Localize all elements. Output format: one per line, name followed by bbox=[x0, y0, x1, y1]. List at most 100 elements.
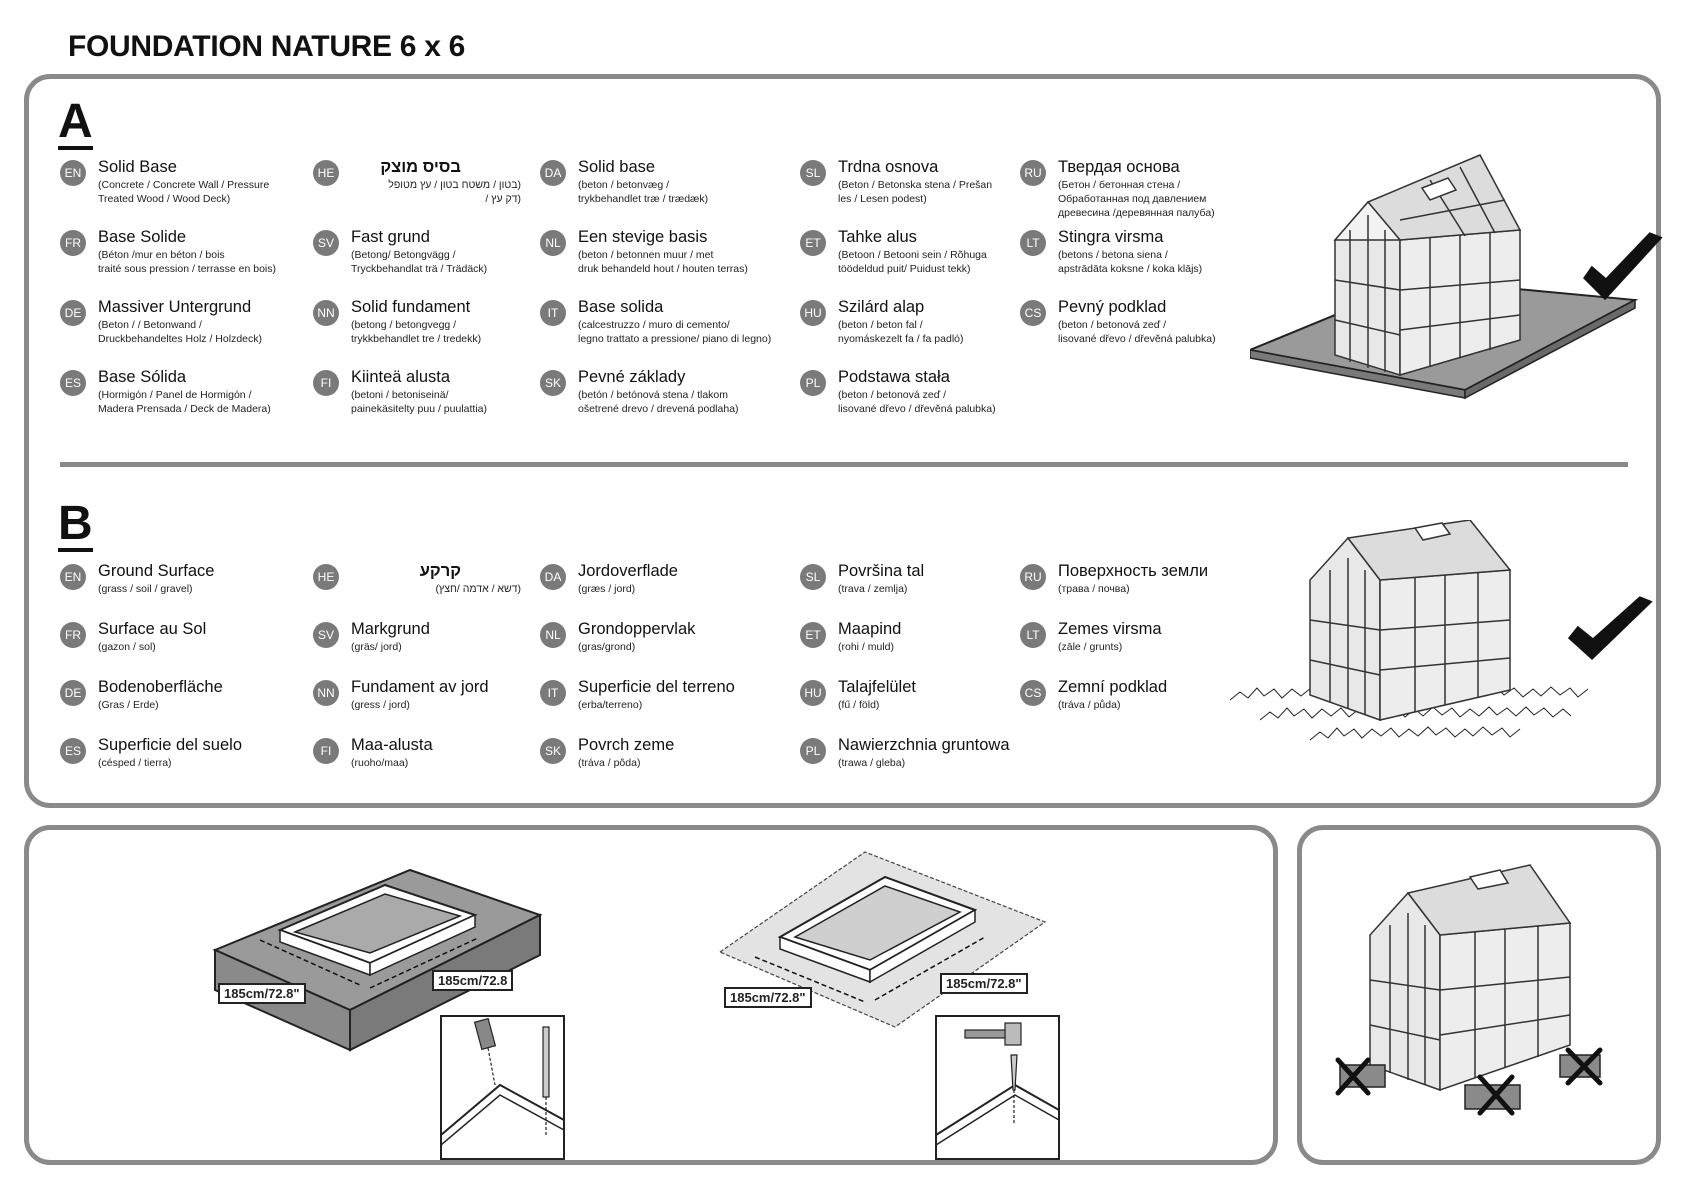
entry-subtitle: (césped / tierra) bbox=[98, 757, 172, 769]
entry-title: Kiinteä alusta bbox=[351, 368, 451, 386]
entry-subtitle: (Concrete / Concrete Wall / Pressure Tre… bbox=[98, 179, 270, 205]
checkmark-icon bbox=[1583, 232, 1663, 301]
language-code-badge: ET bbox=[800, 230, 826, 256]
entry-subtitle: (betong / betongvegg / trykkbehandlet tr… bbox=[351, 319, 482, 345]
entry-title: Base solida bbox=[578, 298, 664, 316]
entry-subtitle: (gras/grond) bbox=[578, 641, 636, 653]
hammer-icon bbox=[964, 1022, 1022, 1046]
language-code-badge: NL bbox=[540, 230, 566, 256]
entry-title: בסיס מוצק bbox=[380, 158, 461, 176]
entry-subtitle: (tráva / pôda) bbox=[578, 757, 641, 769]
entry-title: Nawierzchnia gruntowa bbox=[838, 736, 1010, 754]
entry-subtitle: (fű / föld) bbox=[838, 699, 880, 711]
entry-subtitle: (Béton /mur en béton / bois traité sous … bbox=[98, 249, 276, 275]
language-code-badge: EN bbox=[60, 160, 86, 186]
frame1-left-dimension: 185cm/72.8" bbox=[218, 983, 306, 1004]
language-code-badge: IT bbox=[540, 680, 566, 706]
frame-on-ground-illustration bbox=[718, 851, 1047, 1028]
language-code-badge: FI bbox=[313, 738, 339, 764]
language-code-badge: DE bbox=[60, 300, 86, 326]
entry-subtitle: (betons / betona siena / apstrādāta koks… bbox=[1058, 249, 1203, 275]
entry-subtitle: (tráva / půda) bbox=[1058, 699, 1121, 711]
checkmark-icon bbox=[1567, 596, 1653, 661]
entry-subtitle: (דשא / אדמה /חצץ) bbox=[435, 583, 521, 595]
drill-detail-illustration bbox=[440, 1015, 565, 1160]
entry-subtitle: (trava / zemlja) bbox=[838, 583, 908, 595]
language-code-badge: NL bbox=[540, 622, 566, 648]
entry-title: קרקע bbox=[419, 562, 461, 580]
entry-subtitle: (Hormigón / Panel de Hormigón / Madera P… bbox=[98, 389, 271, 415]
language-code-badge: DA bbox=[540, 160, 566, 186]
language-code-badge: HU bbox=[800, 300, 826, 326]
language-code-badge: DA bbox=[540, 564, 566, 590]
entry-subtitle: (betón / betónová stena / tlakom ošetren… bbox=[578, 389, 739, 415]
page-title: FOUNDATION NATURE 6 x 6 bbox=[68, 30, 466, 63]
entry-title: Zemes virsma bbox=[1058, 620, 1162, 638]
section-divider bbox=[60, 462, 1628, 467]
entry-subtitle: (beton / betonnen muur / met druk behand… bbox=[578, 249, 748, 275]
greenhouse-icon bbox=[1333, 154, 1522, 377]
section-b-letter: B bbox=[58, 497, 93, 552]
entry-subtitle: (gazon / sol) bbox=[98, 641, 156, 653]
entry-title: Fast grund bbox=[351, 228, 430, 246]
entry-title: Pevné základy bbox=[578, 368, 686, 386]
language-code-badge: CS bbox=[1020, 680, 1046, 706]
hammer-detail-illustration bbox=[935, 1015, 1060, 1160]
entry-title: Твердая основа bbox=[1058, 158, 1180, 176]
language-code-badge: SV bbox=[313, 622, 339, 648]
entry-title: Podstawa stała bbox=[838, 368, 950, 386]
entry-title: Superficie del terreno bbox=[578, 678, 735, 696]
entry-subtitle: (rohi / muld) bbox=[838, 641, 895, 653]
language-code-badge: HE bbox=[313, 564, 339, 590]
entry-subtitle: (Betoon / Betooni sein / Rõhuga töödeldu… bbox=[838, 249, 987, 275]
entry-title: Bodenoberfläche bbox=[98, 678, 223, 696]
language-code-badge: ET bbox=[800, 622, 826, 648]
entry-title: Grondoppervlak bbox=[578, 620, 696, 638]
entry-title: Solid Base bbox=[98, 158, 177, 176]
entry-subtitle: (beton / betonová zeď / lisované dřevo /… bbox=[1058, 319, 1216, 345]
language-code-badge: IT bbox=[540, 300, 566, 326]
entry-subtitle: (beton / betonová zeď / lisované dřevo /… bbox=[838, 389, 996, 415]
entry-subtitle: (Gras / Erde) bbox=[98, 699, 159, 711]
language-code-badge: ES bbox=[60, 738, 86, 764]
language-code-badge: SK bbox=[540, 370, 566, 396]
greenhouse-on-ground-illustration bbox=[1230, 520, 1653, 741]
entry-title: Trdna osnova bbox=[838, 158, 939, 176]
entry-title: Superficie del suelo bbox=[98, 736, 243, 754]
language-code-badge: HE bbox=[313, 160, 339, 186]
language-code-badge: SV bbox=[313, 230, 339, 256]
entry-subtitle: (beton / betonvæg / trykbehandlet træ / … bbox=[578, 179, 709, 205]
language-code-badge: SL bbox=[800, 564, 826, 590]
frame-on-solid-slab-illustration bbox=[212, 868, 543, 1052]
language-code-badge: LT bbox=[1020, 622, 1046, 648]
entry-subtitle: (Beton / / Betonwand / Druckbehandeltes … bbox=[98, 319, 262, 345]
language-code-badge: FI bbox=[313, 370, 339, 396]
entry-subtitle: (Betong/ Betongvägg / Tryckbehandlat trä… bbox=[351, 249, 488, 275]
entry-subtitle: (gräs/ jord) bbox=[351, 641, 402, 653]
language-code-badge: NN bbox=[313, 300, 339, 326]
section-a-letter: A bbox=[58, 95, 93, 150]
entry-title: Fundament av jord bbox=[351, 678, 489, 696]
frame2-right-dimension: 185cm/72.8" bbox=[940, 973, 1028, 994]
language-code-badge: CS bbox=[1020, 300, 1046, 326]
language-code-badge: SK bbox=[540, 738, 566, 764]
language-code-badge: RU bbox=[1020, 564, 1046, 590]
entry-title: Solid base bbox=[578, 158, 656, 176]
drill-icon bbox=[473, 1017, 497, 1086]
greenhouse-on-solid-base-illustration bbox=[1250, 154, 1663, 400]
entry-subtitle: (trawa / gleba) bbox=[838, 757, 906, 769]
language-code-badge: PL bbox=[800, 370, 826, 396]
entry-subtitle: (calcestruzzo / muro di cemento/ legno t… bbox=[578, 319, 772, 345]
greenhouse-on-blocks-illustration bbox=[1335, 864, 1603, 1116]
entry-subtitle: (græs / jord) bbox=[578, 583, 636, 595]
language-code-badge: FR bbox=[60, 622, 86, 648]
entry-subtitle: (Бетон / бетонная стена / Обработанная п… bbox=[1058, 179, 1215, 219]
entry-title: Zemní podklad bbox=[1058, 678, 1168, 696]
language-code-badge: DE bbox=[60, 680, 86, 706]
entry-title: Tahke alus bbox=[838, 228, 917, 246]
entry-subtitle: (Beton / Betonska stena / Prešan les / L… bbox=[838, 179, 993, 205]
entry-title: Поверхность земли bbox=[1058, 562, 1209, 580]
greenhouse-icon bbox=[1309, 520, 1512, 722]
entry-title: Maa-alusta bbox=[351, 736, 433, 754]
entry-title: Površina tal bbox=[838, 562, 925, 580]
